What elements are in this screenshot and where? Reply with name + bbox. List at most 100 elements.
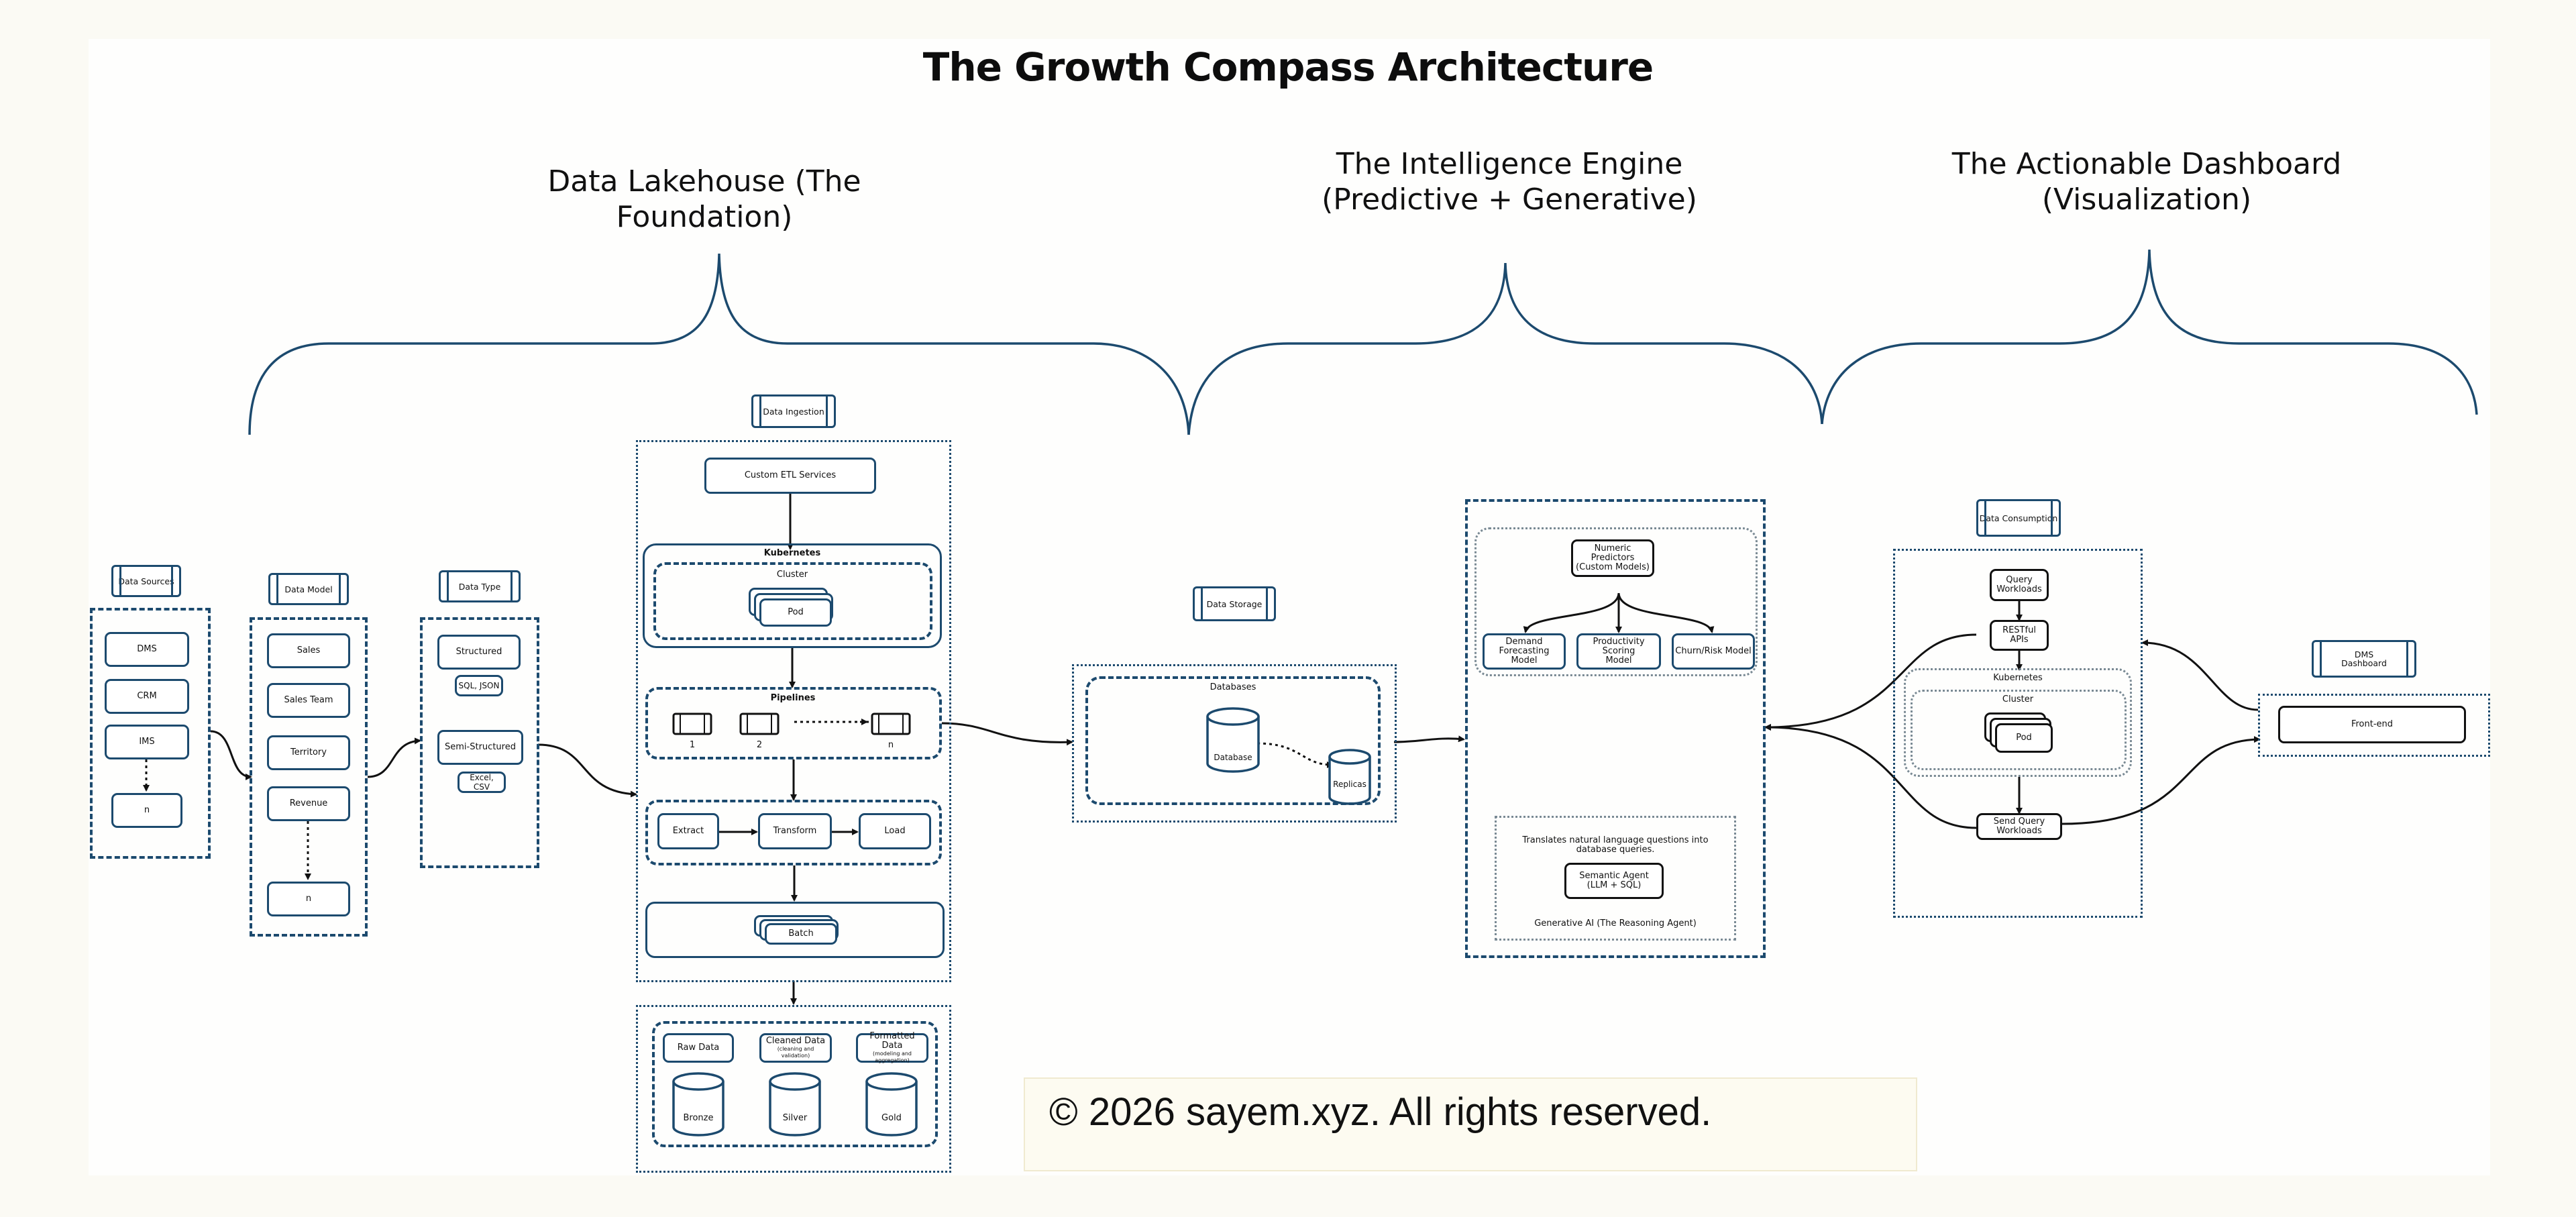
restful-apis-box: RESTful APIs <box>1990 620 2049 651</box>
batch-group <box>645 902 945 958</box>
translate-text-l2: database queries. <box>1576 845 1655 855</box>
model-item-territory: Territory <box>267 735 350 770</box>
productivity-scoring-l2: Model <box>1605 655 1632 666</box>
extract-box: Extract <box>657 813 719 849</box>
data-storage-header: Data Storage <box>1193 586 1276 621</box>
pipeline-label-1: 1 <box>689 740 696 750</box>
translate-text-l1: Translates natural language questions in… <box>1522 835 1709 845</box>
database-label: Database <box>1214 753 1252 762</box>
brace-engine <box>1187 262 1823 435</box>
model-item-revenue: Revenue <box>267 786 350 821</box>
dms-dashboard-l1: DMS <box>2354 649 2374 659</box>
pipeline-label-n: n <box>888 740 894 750</box>
pipeline-label-2: 2 <box>756 740 763 750</box>
productivity-scoring-box: Productivity Scoring Model <box>1576 633 1661 670</box>
medallion-inner-group <box>652 1021 938 1147</box>
generative-ai-label: Generative AI (The Reasoning Agent) <box>1534 918 1697 929</box>
data-sources-header: Data Sources <box>111 565 181 597</box>
load-box: Load <box>859 813 931 849</box>
diagram-title: The Growth Compass Architecture <box>922 44 1654 90</box>
section-engine-title: The Intelligence Engine (Predictive + Ge… <box>1275 146 1744 217</box>
data-sources-group <box>90 608 211 859</box>
semantic-agent-box: Semantic Agent (LLM + SQL) <box>1564 863 1664 899</box>
dashboard-group <box>2258 694 2490 757</box>
numeric-predictors-l2: (Custom Models) <box>1576 562 1650 572</box>
gold-label: Gold <box>881 1113 902 1123</box>
pod-box: Pod <box>759 598 832 627</box>
brace-dashboard <box>1821 249 2478 425</box>
model-item-sales-team: Sales Team <box>267 683 350 718</box>
custom-etl-box: Custom ETL Services <box>704 458 876 494</box>
consumption-kubernetes-group <box>1904 668 2132 777</box>
section-engine-title-line1: The Intelligence Engine <box>1336 147 1683 181</box>
consumption-kubernetes-label: Kubernetes <box>1993 673 2043 683</box>
generative-ai-group <box>1495 816 1736 941</box>
productivity-scoring-l1: Productivity Scoring <box>1593 637 1645 656</box>
cleaned-data-sub: (cleaning and validation) <box>777 1046 814 1059</box>
section-engine-title-line2: (Predictive + Generative) <box>1322 182 1697 217</box>
consumption-cluster-label: Cluster <box>2002 694 2034 704</box>
cleaned-data-box: Cleaned Data (cleaning and validation) <box>759 1033 832 1063</box>
section-dashboard-title-line2: (Visualization) <box>2041 182 2252 217</box>
section-lakehouse-title: Data Lakehouse (The Foundation) <box>547 164 861 234</box>
databases-label: Databases <box>1210 682 1256 692</box>
data-ingestion-group <box>636 440 951 982</box>
formatted-data-sub: (modeling and aggregation) <box>873 1051 912 1063</box>
source-item-crm: CRM <box>105 679 189 714</box>
query-workloads-l1: Query <box>2006 575 2033 585</box>
data-ingestion-header: Data Ingestion <box>751 394 836 428</box>
data-storage-group <box>1072 664 1397 823</box>
query-workloads-l2: Workloads <box>1996 584 2042 594</box>
cleaned-data-label: Cleaned Data <box>765 1036 826 1046</box>
send-query-workloads-box: Send Query Workloads <box>1976 813 2062 840</box>
demand-forecasting-l2: Model <box>1511 655 1538 666</box>
intelligence-group <box>1465 499 1766 958</box>
canvas-sheet <box>89 39 2490 1175</box>
pipelines-label: Pipelines <box>770 693 816 703</box>
replicas-label: Replicas <box>1333 780 1366 789</box>
source-item-dms: DMS <box>105 632 189 667</box>
numeric-predictors-box: Numeric Predictors (Custom Models) <box>1571 539 1654 577</box>
formatted-data-box: Formatted Data (modeling and aggregation… <box>856 1031 928 1063</box>
etl-steps-group <box>645 800 942 865</box>
medallion-group <box>636 1005 951 1173</box>
data-type-header: Data Type <box>439 570 521 602</box>
model-item-n: n <box>267 882 350 916</box>
source-item-n: n <box>111 793 182 828</box>
formatted-data-label: Formatted Data <box>869 1031 915 1051</box>
brace-lakehouse <box>248 253 1190 435</box>
translate-text: Translates natural language questions in… <box>1501 836 1729 855</box>
cluster-label: Cluster <box>776 570 808 580</box>
dms-dashboard-l2: Dashboard <box>2341 658 2387 668</box>
copyright-notice: © 2026 sayem.xyz. All rights reserved. <box>1024 1077 1917 1171</box>
type-structured-format: SQL, JSON <box>455 675 503 696</box>
section-dashboard-title: The Actionable Dashboard (Visualization) <box>1912 146 2381 217</box>
cluster-group <box>653 562 932 640</box>
data-consumption-header: Data Consumption <box>1976 499 2061 537</box>
model-item-sales: Sales <box>267 633 350 668</box>
semantic-agent-l2: (LLM + SQL) <box>1587 880 1642 890</box>
batch-box: Batch <box>765 923 837 945</box>
source-item-ims: IMS <box>105 725 189 759</box>
churn-risk-box: Churn/Risk Model <box>1672 633 1755 670</box>
pipelines-group <box>645 687 942 759</box>
raw-data-box: Raw Data <box>663 1033 734 1063</box>
dms-dashboard-header: DMS Dashboard <box>2312 640 2416 678</box>
transform-box: Transform <box>758 813 832 849</box>
numeric-predictors-l1: Numeric Predictors <box>1591 543 1635 563</box>
data-model-header: Data Model <box>268 573 349 605</box>
type-structured: Structured <box>437 635 521 670</box>
demand-forecasting-box: Demand Forecasting Model <box>1483 633 1566 670</box>
data-consumption-group <box>1893 549 2143 918</box>
type-semi-format: Excel, CSV <box>458 772 506 793</box>
consumption-cluster-group <box>1911 690 2127 770</box>
data-type-group <box>420 617 539 868</box>
bronze-label: Bronze <box>683 1113 714 1123</box>
frontend-box: Front-end <box>2278 706 2466 743</box>
section-dashboard-title-line1: The Actionable Dashboard <box>1951 147 2342 181</box>
databases-group <box>1085 676 1381 805</box>
query-workloads-box: Query Workloads <box>1990 569 2049 601</box>
semantic-agent-l1: Semantic Agent <box>1579 871 1649 881</box>
consumption-pod-box: Pod <box>1995 723 2053 753</box>
